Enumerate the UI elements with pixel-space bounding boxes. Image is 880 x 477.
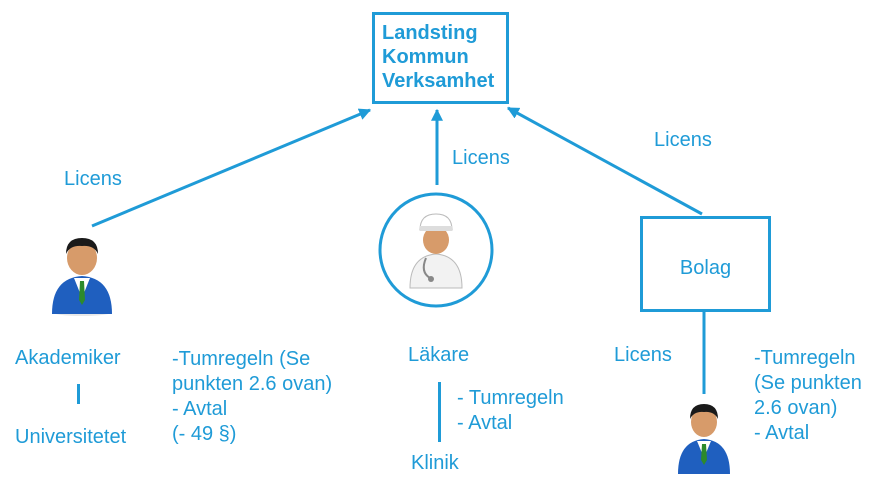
middle-notes-line-2: - Avtal bbox=[457, 412, 513, 434]
left-notes-line-2: punkten 2.6 ovan) bbox=[172, 373, 333, 395]
left-notes-line-4: (- 49 §) bbox=[172, 423, 237, 445]
left-notes-line-3: - Avtal bbox=[172, 398, 228, 420]
right-notes-line-4: - Avtal bbox=[754, 422, 810, 444]
right-notes-line-3: 2.6 ovan) bbox=[754, 397, 838, 419]
top-box-line-3: Verksamhet bbox=[382, 70, 495, 92]
left-notes-line-1: -Tumregeln (Se bbox=[172, 348, 311, 370]
left-connector-bar bbox=[77, 384, 80, 404]
edge-label-left: Licens bbox=[64, 168, 122, 190]
edge-label-bolag-down: Licens bbox=[614, 344, 672, 366]
edge-label-middle: Licens bbox=[452, 147, 510, 169]
top-box-line-1: Landsting bbox=[382, 22, 478, 44]
edge-label-right: Licens bbox=[654, 129, 712, 151]
bolag-box: Bolag bbox=[640, 216, 771, 312]
role-lakare: Läkare bbox=[408, 344, 470, 366]
right-notes-line-1: -Tumregeln bbox=[754, 347, 856, 369]
top-entity-box: Landsting Kommun Verksamhet bbox=[372, 12, 509, 104]
org-klinik: Klinik bbox=[411, 452, 459, 474]
arrow-left-to-top bbox=[91, 108, 372, 228]
role-akademiker: Akademiker bbox=[15, 347, 121, 369]
bolag-label: Bolag bbox=[679, 257, 732, 279]
org-universitetet: Universitetet bbox=[15, 426, 127, 448]
businessman-icon bbox=[52, 238, 112, 316]
businessman-icon bbox=[678, 404, 730, 474]
right-notes-line-2: (Se punkten bbox=[754, 372, 862, 394]
middle-connector-bar bbox=[438, 382, 441, 442]
doctor-icon bbox=[409, 213, 463, 289]
arrow-bolag-to-top bbox=[506, 106, 703, 216]
middle-notes-line-1: - Tumregeln bbox=[457, 387, 564, 409]
top-box-line-2: Kommun bbox=[382, 46, 469, 68]
